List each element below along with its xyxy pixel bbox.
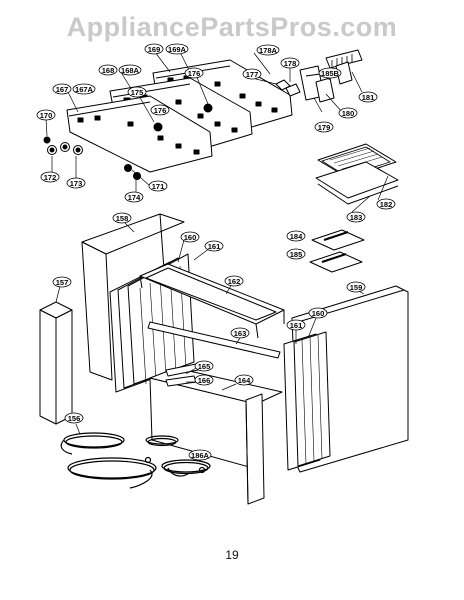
callout-167-text: 167 [56,85,69,94]
callout-170: 170 [36,109,56,121]
callout-171: 171 [148,180,168,192]
rail-163 [147,321,281,359]
callout-176-mid: 176 [150,104,170,116]
callout-166: 166 [194,374,214,386]
callout-173-text: 173 [70,179,83,188]
callout-184: 184 [286,230,306,242]
callout-169a-text: 169A [168,45,187,54]
callout-156-text: 156 [68,414,81,423]
callout-168a-text: 168A [121,66,140,75]
callout-157: 157 [52,276,72,288]
callout-156: 156 [64,412,84,424]
side-post-157 [39,301,73,425]
callout-185b: 185B [318,67,342,79]
callout-186a: 186A [188,449,212,461]
callout-162: 162 [224,275,244,287]
callout-160-right: 160 [308,307,328,319]
manuals-184-185 [309,229,365,273]
callout-182-text: 182 [380,200,393,209]
callout-172-text: 172 [44,173,57,182]
callout-186a-text: 186A [191,451,210,460]
callout-161-left-text: 161 [208,242,221,251]
callout-158: 158 [112,212,132,224]
callout-158-text: 158 [116,214,129,223]
callout-179-text: 179 [318,123,331,132]
callout-179: 179 [314,121,334,133]
callout-169a: 169A [165,43,189,55]
callout-171-text: 171 [152,182,165,191]
callout-160-left-text: 160 [184,233,197,242]
callout-160-right-text: 160 [312,309,325,318]
callout-175: 175 [127,86,147,98]
callout-178-text: 178 [284,59,297,68]
callout-168: 168 [98,64,118,76]
callout-174-text: 174 [128,193,141,202]
wire-harness-186A [144,435,211,477]
callout-178: 178 [280,57,300,69]
callout-185-text: 185 [290,250,303,259]
parts-165-166 [165,363,199,387]
callout-181-text: 181 [362,93,375,102]
callout-165: 165 [194,360,214,372]
callout-178a-text: 178A [259,46,278,55]
callout-162-text: 162 [228,277,241,286]
callout-182: 182 [376,198,396,210]
callout-161-right-text: 161 [290,321,303,330]
callout-164: 164 [234,374,254,386]
callout-160-left: 160 [180,231,200,243]
callout-163-text: 163 [234,329,247,338]
broiler-pan-183 [315,161,399,205]
callout-175-text: 175 [131,88,144,97]
callout-161-right: 161 [286,319,306,331]
callout-167a: 167A [72,83,96,95]
callout-176-top-text: 176 [188,69,201,78]
callout-159-text: 159 [350,283,363,292]
wire-harness-156 [60,432,157,489]
callout-164-text: 164 [238,376,251,385]
callout-178a: 178A [256,44,280,56]
callout-169: 169 [144,43,164,55]
callout-172: 172 [40,171,60,183]
callout-184-text: 184 [290,232,303,241]
control-panel-167 [66,95,213,173]
callout-176-mid-text: 176 [154,106,167,115]
callout-163: 163 [230,327,250,339]
callout-168-text: 168 [102,66,115,75]
insulation-panels-right [283,331,331,471]
callout-183-text: 183 [350,213,363,222]
component-181 [325,49,363,85]
callout-177: 177 [242,68,262,80]
callout-157-text: 157 [56,278,69,287]
callout-labels: 169 169A 178A 176 177 178 185B 181 168 1… [36,43,396,461]
callout-170-text: 170 [40,111,53,120]
callout-167a-text: 167A [75,85,94,94]
callout-173: 173 [66,177,86,189]
callout-161-left: 161 [204,240,224,252]
callout-181: 181 [358,91,378,103]
callout-159: 159 [346,281,366,293]
callout-177-text: 177 [246,70,259,79]
callout-167: 167 [52,83,72,95]
bracket-parts [275,65,335,103]
watermark-text: AppliancePartsPros.com [66,12,398,42]
frame-158 [81,213,185,381]
top-frame-162 [139,263,285,339]
callout-185: 185 [286,248,306,260]
callout-176-top: 176 [184,67,204,79]
callout-185b-text: 185B [321,69,340,78]
page-number: 19 [225,548,239,562]
callout-166-text: 166 [198,376,211,385]
callout-174: 174 [124,191,144,203]
callout-180: 180 [338,107,358,119]
knob-parts [43,103,213,180]
callout-183: 183 [346,211,366,223]
callout-169-text: 169 [148,45,161,54]
callout-168a: 168A [118,64,142,76]
callout-165-text: 165 [198,362,211,371]
callout-180-text: 180 [342,109,355,118]
base-frame-164 [149,367,283,505]
